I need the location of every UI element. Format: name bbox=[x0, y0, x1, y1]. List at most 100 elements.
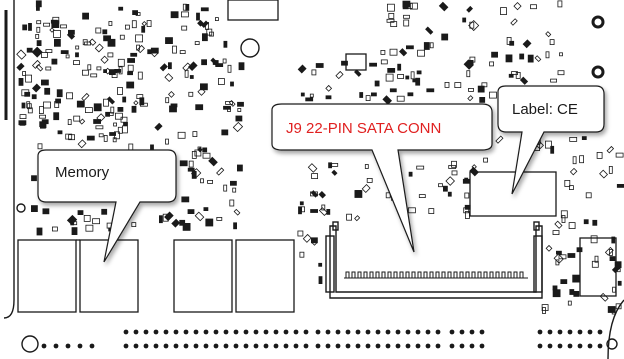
smd-pad bbox=[86, 225, 93, 231]
smd-pad bbox=[600, 293, 608, 301]
ic-chip bbox=[228, 0, 278, 20]
header-pin bbox=[316, 344, 321, 349]
smd-pad bbox=[133, 11, 138, 15]
smd-pad bbox=[168, 63, 171, 69]
smd-pad bbox=[218, 79, 224, 85]
smd-pad bbox=[371, 93, 376, 96]
smd-pad bbox=[551, 79, 557, 82]
header-pin bbox=[234, 330, 239, 335]
header-pin bbox=[366, 344, 371, 349]
smd-pad bbox=[237, 165, 242, 171]
smd-pad bbox=[204, 208, 208, 211]
mounting-hole-icon bbox=[593, 67, 603, 77]
smd-pad bbox=[310, 94, 313, 97]
smd-pad bbox=[347, 214, 352, 220]
smd-pad bbox=[360, 93, 363, 98]
smd-pad bbox=[166, 98, 169, 103]
header-pin bbox=[304, 344, 309, 349]
smd-pad bbox=[562, 216, 565, 223]
smd-pad bbox=[44, 102, 51, 108]
smd-pad bbox=[506, 55, 512, 62]
header-pin bbox=[366, 330, 371, 335]
smd-pad bbox=[118, 59, 124, 66]
smd-pad bbox=[312, 70, 316, 75]
smd-pad bbox=[170, 106, 177, 112]
header-pin bbox=[450, 330, 455, 335]
smd-pad bbox=[302, 207, 305, 212]
smd-pad bbox=[520, 77, 527, 84]
smd-pad bbox=[136, 35, 143, 42]
smd-pad bbox=[188, 168, 194, 171]
header-pin bbox=[336, 344, 341, 349]
smd-pad bbox=[203, 153, 210, 158]
smd-pad bbox=[417, 71, 421, 74]
smd-pad bbox=[36, 1, 41, 7]
smd-pad bbox=[301, 93, 304, 96]
smd-pad bbox=[553, 286, 557, 290]
smd-pad bbox=[234, 209, 240, 215]
smd-pad bbox=[40, 115, 46, 118]
smd-pad bbox=[550, 40, 554, 45]
mounting-hole-icon bbox=[17, 204, 25, 212]
smd-pad bbox=[400, 49, 407, 56]
smd-pad bbox=[111, 107, 114, 113]
smd-pad bbox=[427, 89, 434, 92]
smd-pad bbox=[367, 178, 372, 182]
header-pin bbox=[144, 344, 149, 349]
smd-pad bbox=[37, 21, 41, 24]
smd-pad bbox=[445, 82, 449, 87]
smd-pad bbox=[311, 210, 318, 213]
smd-pad bbox=[424, 43, 429, 50]
header-pin bbox=[326, 330, 331, 335]
smd-pad bbox=[17, 50, 26, 59]
smd-pad bbox=[463, 18, 466, 22]
smd-pad bbox=[192, 151, 196, 158]
header-pin bbox=[376, 330, 381, 335]
smd-pad bbox=[173, 46, 177, 53]
smd-pad bbox=[74, 61, 80, 65]
smd-pad bbox=[61, 51, 68, 54]
smd-pad bbox=[362, 185, 370, 193]
header-pin bbox=[426, 344, 431, 349]
connector-block bbox=[236, 240, 294, 312]
smd-pad bbox=[308, 164, 316, 172]
smd-pad bbox=[78, 211, 83, 215]
header-pin bbox=[480, 344, 485, 349]
header-pin bbox=[460, 330, 465, 335]
header-pin bbox=[184, 330, 189, 335]
smd-pad bbox=[190, 76, 193, 79]
smd-pad bbox=[558, 1, 562, 7]
header-pin bbox=[538, 344, 543, 349]
smd-pad bbox=[166, 139, 169, 144]
smd-pad bbox=[298, 231, 303, 236]
header-pin bbox=[578, 344, 583, 349]
smd-pad bbox=[573, 157, 576, 164]
smd-pad bbox=[57, 90, 62, 97]
header-pin bbox=[460, 344, 465, 349]
header-pin bbox=[214, 344, 219, 349]
header-pin bbox=[134, 344, 139, 349]
smd-pad bbox=[122, 126, 127, 133]
smd-pad bbox=[370, 63, 377, 66]
smd-pad bbox=[125, 25, 129, 29]
smd-pad bbox=[118, 88, 123, 95]
header-pin bbox=[376, 344, 381, 349]
smd-pad bbox=[238, 109, 241, 112]
smd-pad bbox=[80, 119, 85, 124]
header-pin bbox=[386, 344, 391, 349]
smd-pad bbox=[37, 228, 42, 235]
smd-pad bbox=[238, 102, 244, 106]
smd-pad bbox=[181, 12, 188, 17]
smd-pad bbox=[43, 209, 49, 214]
header-pin bbox=[194, 330, 199, 335]
header-pin bbox=[294, 330, 299, 335]
smd-pad bbox=[555, 221, 562, 228]
smd-pad bbox=[131, 53, 137, 56]
smd-pad bbox=[355, 70, 361, 76]
sata-connector bbox=[326, 222, 542, 298]
header-pin bbox=[406, 344, 411, 349]
smd-pad bbox=[332, 170, 337, 175]
smd-pad bbox=[388, 68, 395, 72]
smd-pad bbox=[58, 131, 62, 134]
smd-pad bbox=[355, 216, 360, 221]
